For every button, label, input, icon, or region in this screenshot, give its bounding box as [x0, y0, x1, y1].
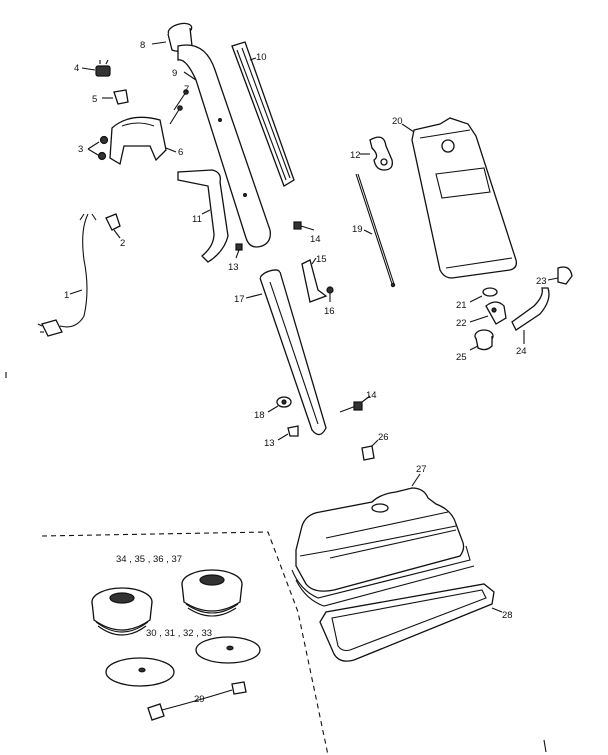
part-24-tube — [511, 287, 550, 331]
label-18: 18 — [254, 410, 265, 421]
part-13-lower-screw — [287, 425, 299, 437]
part-10-cord-channel — [231, 41, 295, 187]
label-kit-brushes: 34 , 35 , 36 , 37 — [116, 554, 182, 565]
label-14-lower: 14 — [366, 390, 377, 401]
brush-right — [181, 569, 243, 617]
label-12: 12 — [350, 150, 361, 161]
label-26: 26 — [378, 432, 389, 443]
label-23: 23 — [536, 276, 547, 287]
part-5-clip — [113, 89, 129, 105]
label-8: 8 — [140, 40, 145, 51]
part-20-housing — [411, 117, 518, 279]
part-7-screws — [169, 89, 189, 125]
part-13-upper-screw — [235, 243, 243, 259]
label-17: 17 — [234, 294, 245, 305]
label-13-lower: 13 — [264, 438, 275, 449]
pad-right — [195, 636, 261, 664]
label-10: 10 — [256, 52, 267, 63]
part-28-tray — [319, 583, 495, 662]
label-3: 3 — [78, 144, 83, 155]
label-15: 15 — [316, 254, 327, 265]
part-18-washer — [276, 396, 292, 408]
label-kit-pads: 30 , 31 , 32 , 33 — [146, 628, 212, 639]
label-1: 1 — [64, 290, 69, 301]
part-16-screw — [326, 286, 334, 302]
label-5: 5 — [92, 94, 97, 105]
part-14-upper-bolt — [293, 221, 315, 231]
part-17-lower-tube — [259, 269, 327, 436]
part-25-nozzle — [474, 329, 494, 351]
accessory-kit-outline — [41, 531, 329, 755]
label-22: 22 — [456, 318, 467, 329]
part-14-lower-bolt — [339, 401, 363, 413]
label-2: 2 — [120, 238, 125, 249]
part-22-fitting — [485, 301, 507, 325]
part-21-washer — [482, 287, 498, 297]
part-6-switch-housing — [109, 116, 167, 166]
part-12-hook — [369, 136, 393, 171]
label-24: 24 — [516, 346, 527, 357]
part-3-nuts — [97, 135, 109, 161]
label-19: 19 — [352, 224, 363, 235]
part-2-strain-relief — [105, 213, 121, 231]
label-29: 29 — [194, 694, 205, 705]
label-4: 4 — [74, 63, 79, 74]
part-29-belt — [147, 681, 247, 721]
part-19-rod — [355, 173, 396, 288]
label-27: 27 — [416, 464, 427, 475]
part-9-upper-handle — [177, 44, 271, 248]
label-25: 25 — [456, 352, 467, 363]
part-1-cord — [37, 213, 97, 337]
label-6: 6 — [178, 147, 183, 158]
brush-left — [91, 587, 153, 636]
label-14-upper: 14 — [310, 234, 321, 245]
label-13-upper: 13 — [228, 262, 239, 273]
label-20: 20 — [392, 116, 403, 127]
part-26-clip — [361, 445, 375, 461]
label-21: 21 — [456, 300, 467, 311]
part-11-grip — [177, 169, 229, 263]
part-27-base-housing — [291, 487, 475, 607]
label-28: 28 — [502, 610, 513, 621]
label-7: 7 — [184, 84, 189, 95]
label-9: 9 — [172, 68, 177, 79]
pad-left — [105, 657, 175, 687]
label-11: 11 — [192, 214, 202, 225]
label-16: 16 — [324, 306, 335, 317]
part-4-switch — [95, 59, 111, 77]
part-23-clip — [557, 266, 573, 285]
part-15-bracket — [301, 259, 328, 303]
